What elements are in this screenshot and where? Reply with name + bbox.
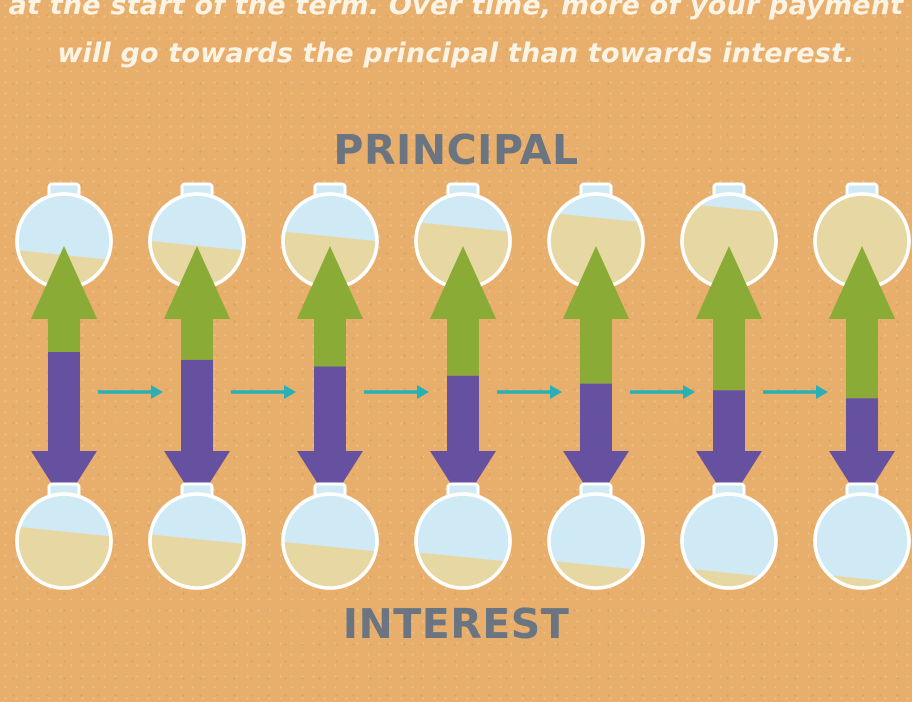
interest-arrow <box>563 383 629 503</box>
jar-outline <box>680 492 778 590</box>
interest-jar <box>547 482 645 590</box>
jar-outline <box>547 492 645 590</box>
principal-arrowhead <box>696 246 762 319</box>
interest-arrow <box>829 398 895 503</box>
jar-sand <box>17 526 111 588</box>
progress-arrow-head <box>417 385 429 399</box>
progress-arrow-head <box>284 385 296 399</box>
interest-jar <box>813 482 911 590</box>
progress-arrow <box>630 385 695 399</box>
jar-outline <box>414 492 512 590</box>
principal-jar <box>813 182 911 290</box>
interest-arrow <box>164 359 230 503</box>
progress-arrow <box>231 385 296 399</box>
progress-arrow-head <box>816 385 828 399</box>
interest-label: INTEREST <box>342 600 570 648</box>
interest-jar <box>148 482 246 590</box>
interest-jar <box>680 482 778 590</box>
progress-arrow <box>364 385 429 399</box>
progress-arrow <box>98 385 163 399</box>
jar-outline <box>15 492 113 590</box>
progress-arrow-head <box>683 385 695 399</box>
progress-arrow <box>497 385 562 399</box>
jar-outline <box>148 492 246 590</box>
principal-arrowhead <box>31 246 97 319</box>
interest-jar <box>414 482 512 590</box>
principal-arrowhead <box>829 246 895 319</box>
principal-arrowhead <box>430 246 496 319</box>
principal-arrowhead <box>563 246 629 319</box>
interest-jar <box>15 482 113 590</box>
progress-arrow-head <box>550 385 562 399</box>
interest-jar <box>281 482 379 590</box>
caption-line-1: at the start of the term. Over time, mor… <box>8 0 904 21</box>
jar-sand <box>815 194 909 288</box>
jar-sand <box>150 534 244 588</box>
interest-arrow <box>430 375 496 503</box>
jar-outline <box>813 492 911 590</box>
principal-arrowhead <box>164 246 230 319</box>
interest-arrow <box>696 390 762 503</box>
progress-arrow-head <box>151 385 163 399</box>
jar-outline <box>281 492 379 590</box>
principal-jar <box>547 182 645 290</box>
interest-arrow <box>31 352 97 503</box>
jar-sand <box>283 541 377 588</box>
interest-arrow <box>297 366 363 503</box>
principal-label: PRINCIPAL <box>333 126 579 174</box>
caption-line-2: will go towards the principal than towar… <box>57 38 855 69</box>
principal-arrowhead <box>297 246 363 319</box>
progress-arrow <box>763 385 828 399</box>
